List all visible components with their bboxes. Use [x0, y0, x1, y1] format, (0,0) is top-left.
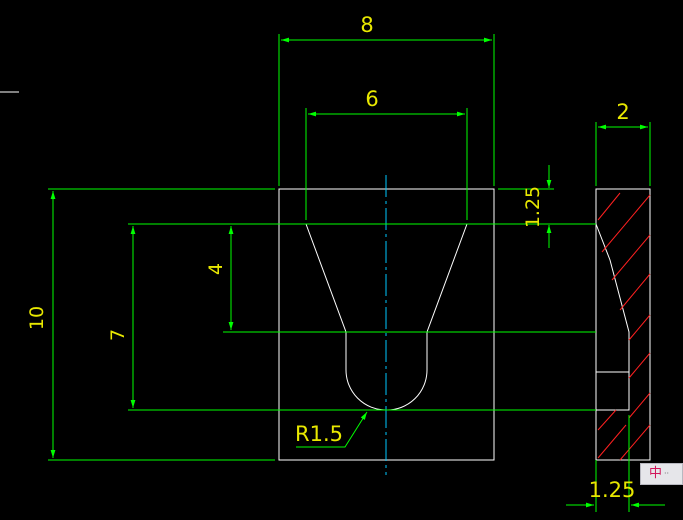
ime-handle-dots[interactable]: ··	[664, 469, 670, 478]
dim-text-total-height: 10	[26, 306, 48, 330]
dim-text-side-width: 2	[616, 100, 629, 124]
side-profile	[595, 223, 630, 411]
input-method-icon[interactable]: 中	[649, 466, 663, 481]
side-view-outline	[595, 188, 651, 461]
dim-text-bottom-offset: 1.25	[589, 478, 636, 502]
ime-toolbar[interactable]: 中 ··	[640, 463, 683, 485]
hatch-pattern	[597, 192, 651, 461]
dim-text-top-offset: 1.25	[522, 186, 544, 228]
dim-text-inner-width: 6	[365, 87, 378, 111]
dimension-lines	[48, 34, 665, 512]
side-view[interactable]	[595, 188, 651, 461]
radius-leader	[296, 411, 368, 448]
dim-text-taper-depth: 4	[205, 263, 227, 275]
dim-text-top-width: 8	[360, 13, 373, 37]
dim-text-slot-depth: 7	[107, 329, 129, 341]
dim-text-radius: R1.5	[295, 422, 343, 446]
